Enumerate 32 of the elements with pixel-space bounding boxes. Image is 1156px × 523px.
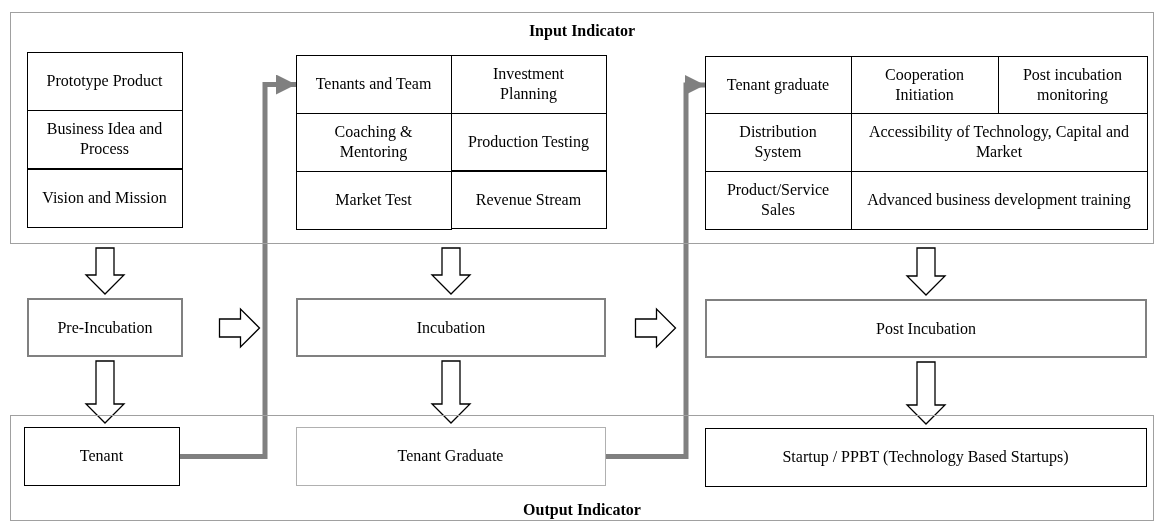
- table-cell: Tenant graduate: [704, 55, 852, 114]
- table-cell: Post incubation monitoring: [997, 55, 1148, 114]
- table-cell: Business Idea and Process: [26, 109, 183, 169]
- output-box: Startup / PPBT (Technology Based Startups): [704, 427, 1147, 487]
- section-panel: [10, 12, 1154, 244]
- block-arrow: [218, 307, 261, 349]
- table-cell: Revenue Stream: [450, 170, 607, 229]
- output-box: Tenant: [23, 426, 180, 486]
- block-arrow: [634, 307, 677, 349]
- block-arrow: [84, 247, 126, 295]
- connector-arrow: [606, 75, 705, 459]
- table-cell: Production Testing: [450, 112, 607, 171]
- block-arrow: [905, 361, 947, 425]
- table-cell: Prototype Product: [26, 51, 183, 111]
- stage-box: Post Incubation: [705, 299, 1147, 358]
- table-cell: Market Test: [295, 170, 452, 230]
- section-panel: [10, 415, 1154, 521]
- block-arrow: [430, 360, 472, 424]
- connector-arrow: [180, 74, 296, 459]
- block-arrow: [905, 247, 947, 296]
- table-cell: Investment Planning: [450, 54, 607, 114]
- table-cell: Tenants and Team: [295, 54, 452, 114]
- table-cell: Vision and Mission: [26, 168, 183, 228]
- table-cell: Product/Service Sales: [704, 170, 852, 230]
- block-arrow: [84, 360, 126, 424]
- output-box: Tenant Graduate: [295, 426, 606, 486]
- stage-box: Pre-Incubation: [27, 298, 183, 357]
- section-heading: Output Indicator: [522, 500, 642, 520]
- stage-box: Incubation: [296, 298, 606, 357]
- block-arrow: [430, 247, 472, 295]
- section-heading: Input Indicator: [527, 21, 637, 41]
- table-cell: Advanced business development training: [850, 170, 1148, 230]
